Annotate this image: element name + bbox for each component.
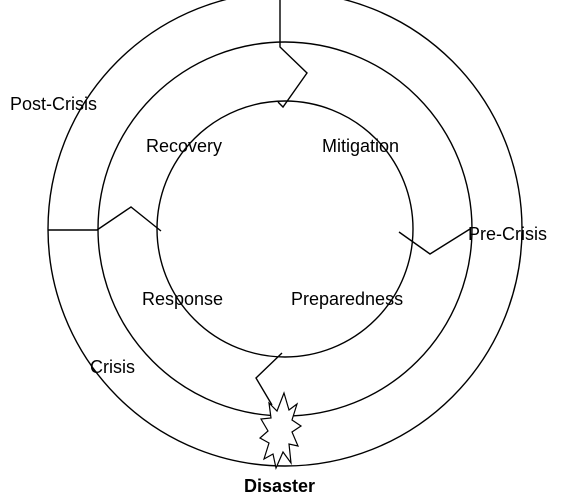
- divider-right: [398, 228, 471, 255]
- middle-ring: [97, 41, 473, 417]
- outer-ring: [47, 0, 523, 467]
- divider-bottom: [255, 352, 283, 406]
- disaster-burst-icon: [258, 391, 303, 470]
- activity-label-preparedness: Preparedness: [291, 289, 403, 309]
- phase-label-crisis: Crisis: [90, 357, 135, 377]
- divider-top: [277, 0, 308, 109]
- event-label-disaster: Disaster: [244, 476, 315, 496]
- activity-label-response: Response: [142, 289, 223, 309]
- phase-label-pre-crisis: Pre-Crisis: [468, 224, 547, 244]
- phase-label-post-crisis: Post-Crisis: [10, 94, 97, 114]
- divider-left: [48, 206, 162, 232]
- inner-ring: [156, 100, 414, 358]
- activity-label-recovery: Recovery: [146, 136, 222, 156]
- activity-label-mitigation: Mitigation: [322, 136, 399, 156]
